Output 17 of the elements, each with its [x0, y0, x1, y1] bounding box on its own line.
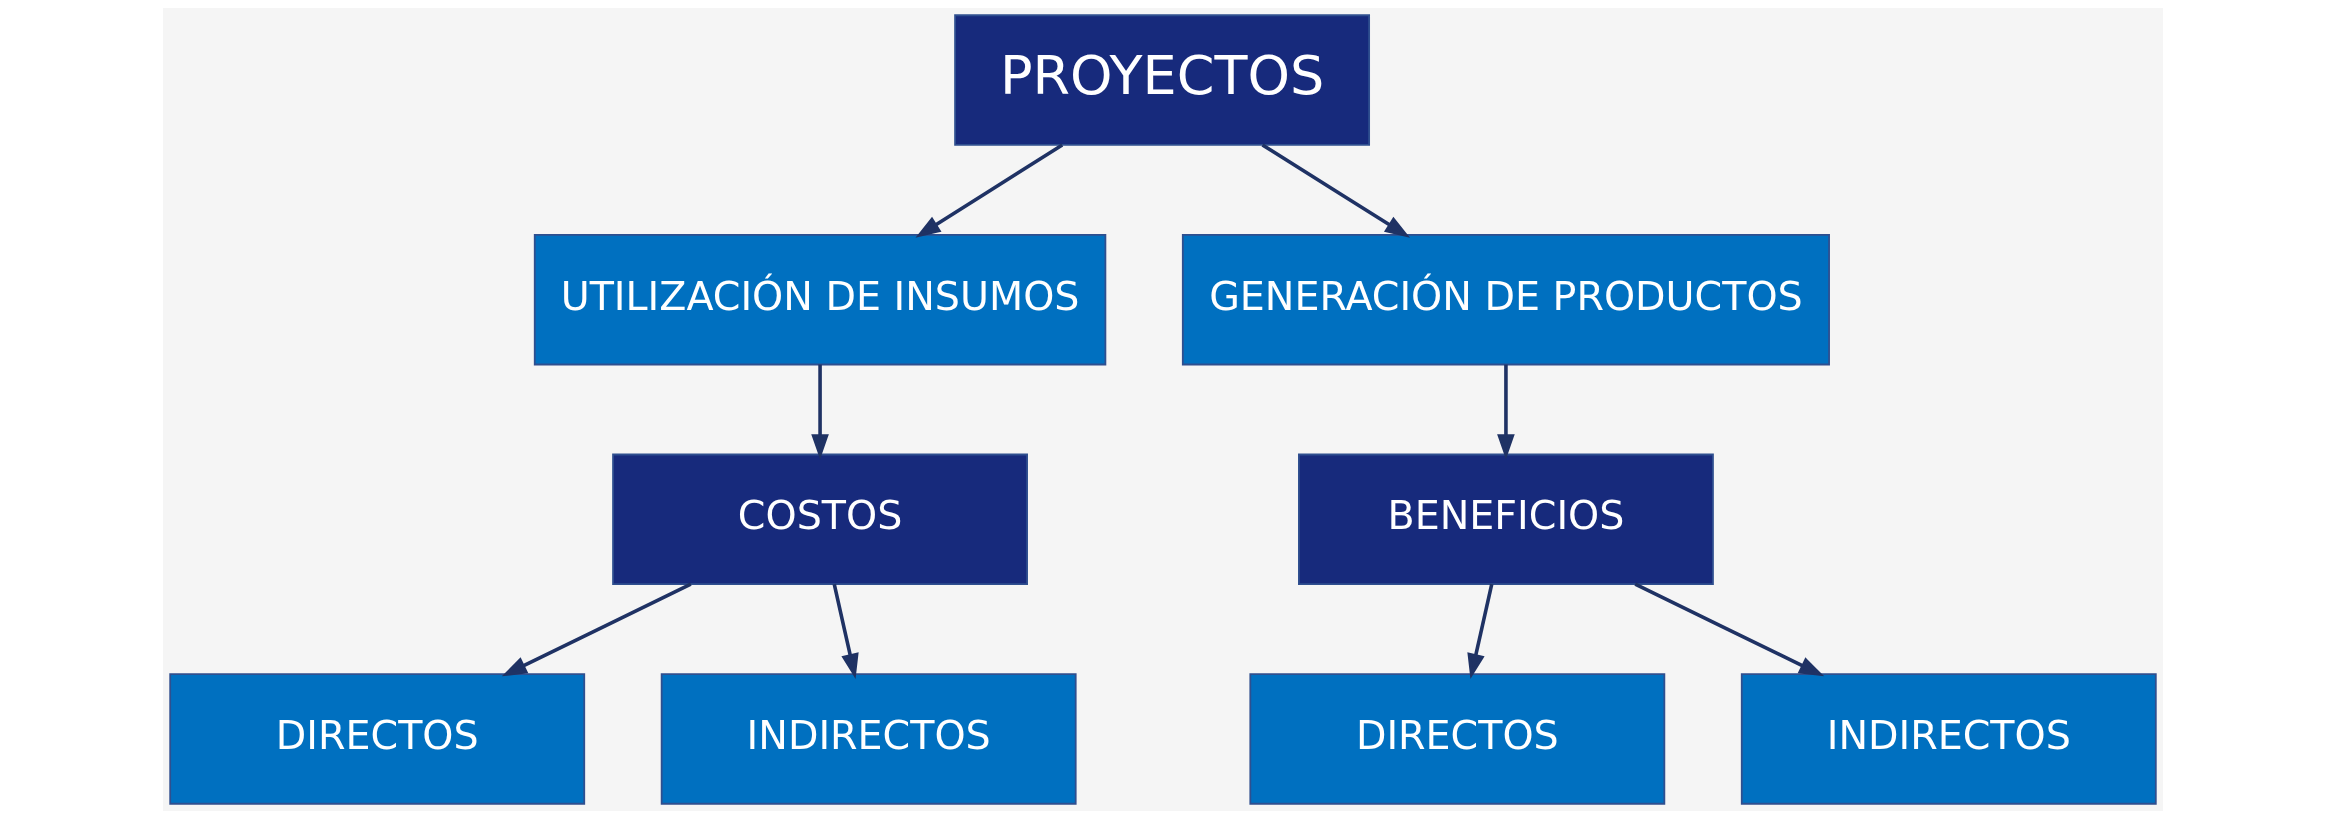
arrow	[810, 364, 829, 460]
node-box: UTILIZACIÓN DE INSUMOS	[533, 234, 1106, 366]
arrow	[501, 582, 692, 677]
node-box: COSTOS	[611, 453, 1028, 585]
node-box: GENERACIÓN DE PRODUCTOS	[1181, 234, 1830, 366]
arrow	[1633, 582, 1824, 677]
node-box: DIRECTOS	[1248, 673, 1665, 805]
node-box: INDIRECTOS	[660, 673, 1077, 805]
node-box: PROYECTOS	[953, 14, 1370, 146]
arrow	[1466, 583, 1493, 679]
arrow	[832, 583, 859, 679]
arrow	[1261, 143, 1410, 238]
node-box: DIRECTOS	[168, 673, 585, 805]
node-box: INDIRECTOS	[1740, 673, 2157, 805]
arrow	[1496, 364, 1515, 460]
node-box: BENEFICIOS	[1297, 453, 1714, 585]
arrow	[914, 143, 1063, 238]
